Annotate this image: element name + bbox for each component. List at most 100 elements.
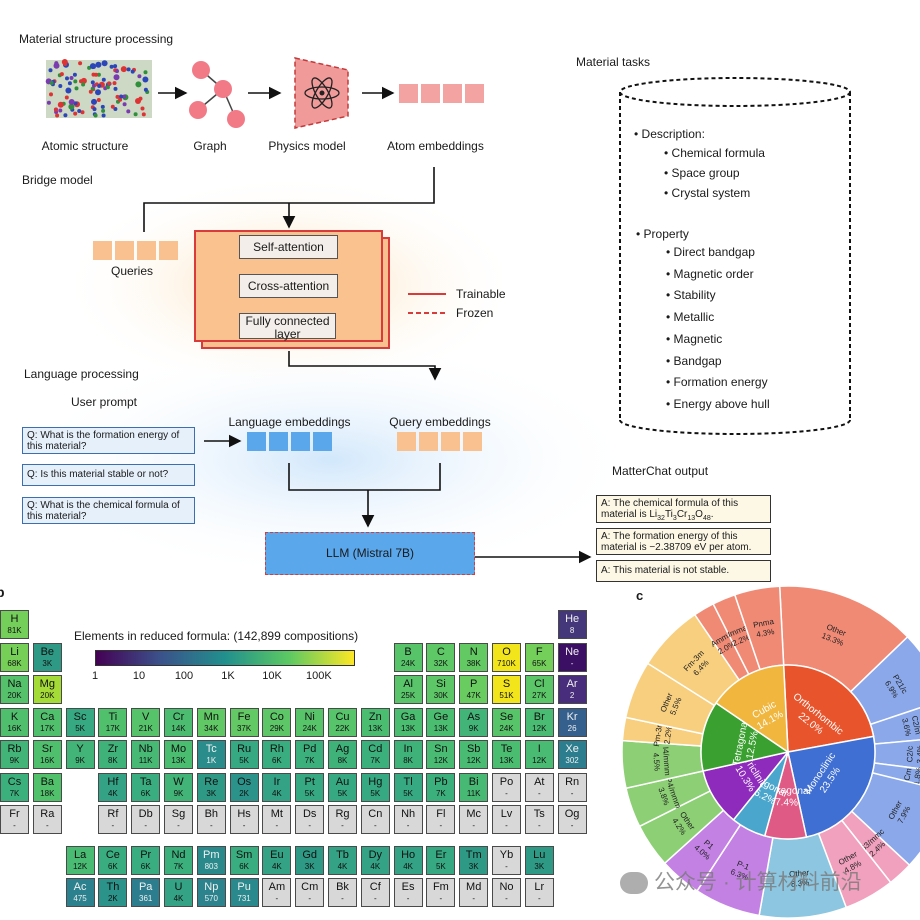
panel-b-label: b xyxy=(0,584,5,600)
task-chemical-formula: • Chemical formula xyxy=(664,146,765,160)
element-count: 37K xyxy=(236,723,252,733)
element-count: 5K xyxy=(239,756,249,765)
element-symbol: Pd xyxy=(302,743,317,755)
element-count: 13K xyxy=(368,723,383,733)
element-symbol: Ts xyxy=(533,808,545,820)
prompt-stability[interactable]: Q: Is this material stable or not? xyxy=(22,464,195,486)
element-count: 8 xyxy=(569,626,575,635)
element-count: 361 xyxy=(139,894,153,903)
element-count: 1K xyxy=(206,756,217,765)
task-formation-energy: • Formation energy xyxy=(666,375,768,389)
outer-value: 4.3% xyxy=(756,627,776,639)
prompt-chemical-formula[interactable]: Q: What is the chemical formula of this … xyxy=(22,497,195,524)
element-count: 5K xyxy=(403,788,413,798)
element-symbol: Gd xyxy=(302,849,318,861)
element-symbol: Zr xyxy=(107,743,119,755)
element-symbol: B xyxy=(404,645,412,658)
colorbar-tick: 10 xyxy=(132,670,146,682)
element-count: 68K xyxy=(7,658,22,668)
material-tasks-title: Material tasks xyxy=(576,55,651,69)
element-symbol: Br xyxy=(533,710,545,723)
element-symbol: Na xyxy=(7,678,22,690)
element-count: 24K xyxy=(400,658,416,668)
element-count: 6K xyxy=(239,862,249,871)
element-symbol: Hf xyxy=(107,775,119,788)
element-symbol: Pu xyxy=(237,881,251,893)
element-symbol: Hg xyxy=(368,775,383,788)
section-language-label: Language processing xyxy=(24,367,139,381)
element-count: - xyxy=(341,894,344,903)
element-count: 2K xyxy=(239,788,249,798)
prompt-formation-energy[interactable]: Q: What is the formation energy of this … xyxy=(22,427,195,454)
element-symbol: Db xyxy=(138,808,153,820)
element-nh: Nh- xyxy=(393,805,423,834)
element-count: 4K xyxy=(107,788,118,798)
element-ne: Ne- xyxy=(557,642,587,672)
element-count: - xyxy=(111,821,115,830)
element-count: - xyxy=(570,788,574,798)
element-symbol: Nb xyxy=(138,743,153,755)
element-symbol: Lv xyxy=(500,808,513,820)
element-symbol: Tm xyxy=(465,849,482,861)
inner-segment xyxy=(715,664,789,754)
element-symbol: Sr xyxy=(41,743,53,755)
element-count: 3K xyxy=(468,862,479,871)
element-symbol: F xyxy=(535,645,543,658)
element-symbol: Fl xyxy=(436,808,446,820)
element-count: 12K xyxy=(466,756,481,765)
element-symbol: Si xyxy=(436,678,446,690)
element-symbol: H xyxy=(10,613,19,625)
element-count: 25K xyxy=(400,691,416,700)
element-symbol: Li xyxy=(10,645,19,658)
element-count: 5K xyxy=(435,862,446,871)
element-md: Md- xyxy=(459,878,489,907)
atomic-structure-image xyxy=(45,59,152,118)
element-count: 13K xyxy=(433,723,448,733)
element-symbol: Al xyxy=(403,678,413,690)
element-count: - xyxy=(505,862,508,871)
element-count: - xyxy=(537,894,541,903)
element-count: 20K xyxy=(40,691,55,700)
element-symbol: Cf xyxy=(369,881,381,893)
element-og: Og- xyxy=(557,805,587,834)
output-formation-energy: A: The formation energy of this material… xyxy=(596,528,771,555)
outer-value: 3.6% xyxy=(900,717,913,737)
element-count: - xyxy=(472,821,476,830)
element-symbol: Ca xyxy=(40,710,55,723)
outer-label: P-1 xyxy=(736,859,751,872)
element-fr: Fr- xyxy=(0,805,29,834)
atom-embeddings-label: Atom embeddings xyxy=(387,139,484,153)
element-symbol: Ac xyxy=(73,881,87,893)
element-count: - xyxy=(505,788,508,798)
element-count: 7K xyxy=(435,788,446,798)
outer-value: 8.3% xyxy=(791,878,810,889)
element-count: 32K xyxy=(433,658,448,668)
physics-model-image xyxy=(294,57,349,129)
element-ds: Ds- xyxy=(295,805,325,834)
element-count: 2 xyxy=(569,691,575,700)
element-symbol: Cu xyxy=(335,710,350,723)
element-symbol: Nh xyxy=(401,808,416,820)
